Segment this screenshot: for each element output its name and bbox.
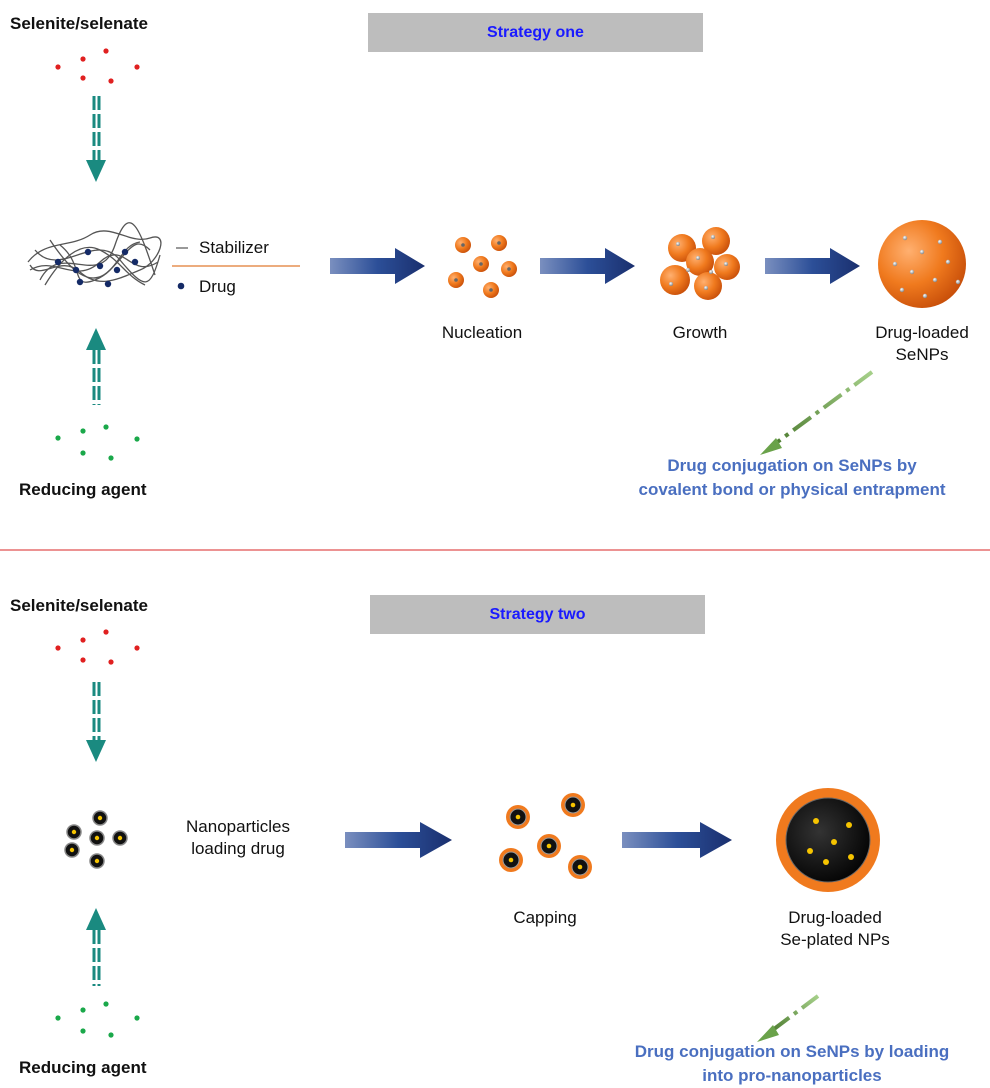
reducer-dots-2	[55, 1001, 140, 1038]
step-drug-loaded-senps: Drug-loaded SeNPs	[875, 323, 969, 364]
drug-loaded-senp	[878, 220, 966, 308]
legend-drug: Drug	[199, 277, 236, 296]
dashdot-arrow-1	[760, 370, 874, 455]
teal-arrow-up-2	[86, 908, 106, 986]
precursor-label-2: Selenite/selenate	[10, 596, 148, 615]
strategy-one-title: Strategy one	[368, 13, 703, 52]
conjugation-line-2b: into pro-nanoparticles	[702, 1066, 882, 1085]
se-plated-np	[776, 788, 880, 892]
selenite-dots	[55, 48, 140, 84]
reducer-label-2: Reducing agent	[19, 1058, 147, 1077]
step-capping: Capping	[513, 908, 577, 927]
stabilizer-tangle	[27, 222, 162, 286]
template-label: Nanoparticles loading drug	[168, 816, 308, 860]
selenite-dots-2	[55, 629, 140, 665]
conjugation-text-1: Drug conjugation on SeNPs by covalent bo…	[597, 454, 987, 502]
process-arrow-1	[330, 248, 425, 284]
dashdot-arrow-2	[757, 994, 820, 1042]
process-arrow-4	[345, 822, 452, 858]
template-label-line-2: loading drug	[191, 839, 285, 858]
conjugation-line-2a: Drug conjugation on SeNPs by loading	[634, 1042, 950, 1061]
step-nucleation: Nucleation	[441, 323, 523, 342]
strategy-two-title: Strategy two	[370, 595, 705, 634]
precursor-label-1: Selenite/selenate	[10, 14, 148, 33]
legend-stabilizer: Stabilizer	[199, 238, 269, 257]
capped-particles	[499, 793, 592, 879]
step-se-plated-line-2: Se-plated NPs	[780, 930, 890, 949]
process-arrow-3	[765, 248, 860, 284]
drug-dots	[54, 248, 139, 288]
conjugation-text-2: Drug conjugation on SeNPs by loading int…	[597, 1040, 987, 1088]
template-nanoparticles	[64, 810, 128, 869]
reducer-dots	[55, 424, 140, 461]
process-arrow-5	[622, 822, 732, 858]
teal-arrow-down-2	[86, 682, 106, 762]
conjugation-line-1b: covalent bond or physical entrapment	[638, 480, 946, 499]
teal-arrow-down	[86, 96, 106, 182]
process-arrow-2	[540, 248, 635, 284]
step-se-plated-line-1: Drug-loaded	[788, 908, 882, 927]
reducer-label-1: Reducing agent	[19, 480, 147, 499]
step-se-plated: Drug-loaded Se-plated NPs	[760, 907, 910, 951]
conjugation-line-1a: Drug conjugation on SeNPs by	[667, 456, 917, 475]
step-growth: Growth	[672, 323, 728, 342]
nucleation-particles	[448, 235, 517, 298]
drug-legend-mark	[177, 282, 185, 290]
template-label-line-1: Nanoparticles	[186, 817, 290, 836]
growth-cluster	[660, 227, 740, 300]
teal-arrow-up	[86, 328, 106, 405]
